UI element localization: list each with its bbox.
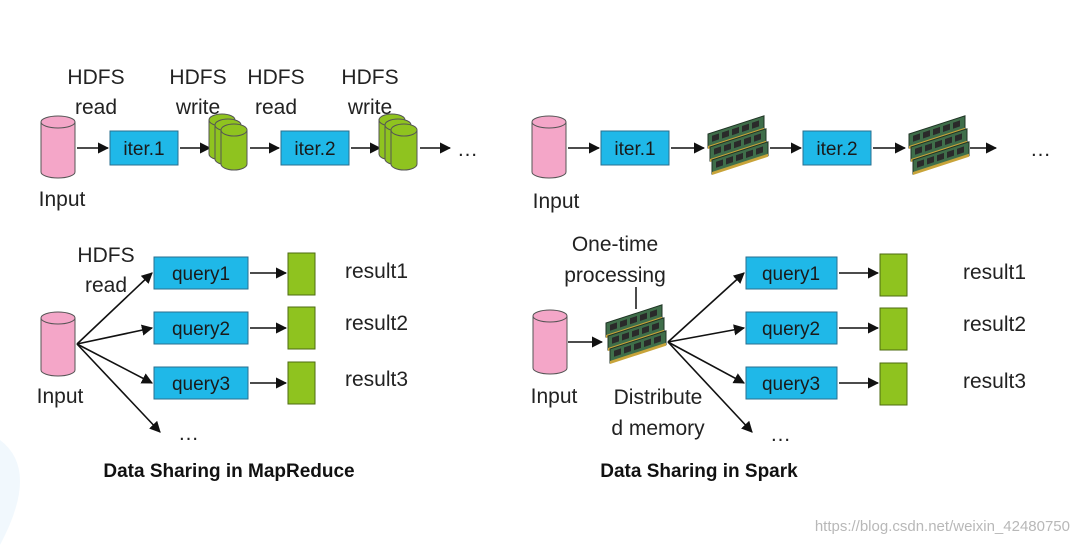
- mr-query3-label: query3: [172, 374, 230, 395]
- spark-distributed-memory-chip-icon: [605, 304, 667, 364]
- spark-memory-chip-icon-2: [908, 115, 970, 175]
- spark-query-ellipsis: …: [770, 423, 791, 446]
- spark-result3-box: [879, 362, 908, 406]
- spark-query3-box: [745, 366, 838, 400]
- cylinder-icon: [220, 123, 248, 171]
- mr-query-input-cylinder-icon: [40, 311, 76, 377]
- mr-query2-box: [153, 311, 249, 345]
- mr-result2-label: result2: [345, 312, 408, 335]
- spark-query2-box: [745, 311, 838, 345]
- spark-memory-chip-icon-1: [707, 115, 769, 175]
- spark-iter2-label: iter.2: [816, 139, 857, 160]
- arrow-layer: [76, 142, 998, 433]
- mr-iter2-label: iter.2: [294, 139, 335, 160]
- mr-iter1-box: [109, 130, 179, 166]
- spark-query-input-cylinder-icon: [532, 309, 568, 375]
- spark-caption: Data Sharing in Spark: [600, 461, 798, 482]
- mr-result1-label: result1: [345, 260, 408, 283]
- arrow: [76, 272, 153, 345]
- mr-iter-ellipsis: …: [457, 138, 478, 161]
- mr-query1-box: [153, 256, 249, 290]
- spark-result1-box: [879, 253, 908, 297]
- mr-input-cylinder-icon: [40, 115, 76, 179]
- memory-stick-icon: [711, 141, 769, 175]
- spark-query3-label: query3: [762, 374, 820, 395]
- mr-query1-label: query1: [172, 264, 230, 285]
- mr-result1-box: [287, 252, 316, 296]
- spark-query2-label: query2: [762, 319, 820, 340]
- spark-iter1-box: [600, 130, 670, 166]
- arrow: [667, 341, 745, 384]
- arrow: [76, 343, 161, 433]
- spark-query1-label: query1: [762, 264, 820, 285]
- memory-stick-icon: [609, 330, 667, 364]
- spark-result2-box: [879, 307, 908, 351]
- mr-result2-box: [287, 306, 316, 350]
- arrow: [76, 343, 153, 384]
- spark-result2-label: result2: [963, 313, 1026, 336]
- cylinder-icon: [390, 123, 418, 171]
- spark-query1-box: [745, 256, 838, 290]
- arrow: [667, 341, 753, 433]
- spark-input-label: Input: [533, 190, 580, 213]
- mr-query-ellipsis: …: [178, 422, 199, 445]
- mr-input-label: Input: [39, 188, 86, 211]
- mr-query-input-label: Input: [37, 385, 84, 408]
- mr-result3-box: [287, 361, 316, 405]
- spark-iterative: Input iter.1 iter.2 …: [531, 115, 1051, 213]
- mr-iter2-box: [280, 130, 350, 166]
- spark-iter-ellipsis: …: [1030, 138, 1051, 161]
- mr-hdfs-write-stacked-cylinder-icon-2: [378, 113, 418, 171]
- arrow: [76, 324, 154, 345]
- watermark: https://blog.csdn.net/weixin_42480750: [815, 518, 1070, 535]
- memory-stick-icon: [912, 141, 970, 175]
- mr-query3-box: [153, 366, 249, 400]
- mr-result3-label: result3: [345, 368, 408, 391]
- spark-result1-label: result1: [963, 261, 1026, 284]
- mapreduce-caption: Data Sharing in MapReduce: [103, 461, 354, 482]
- mr-hdfs-write-stacked-cylinder-icon-1: [208, 113, 248, 171]
- spark-query-input-label: Input: [531, 385, 578, 408]
- mr-query2-label: query2: [172, 319, 230, 340]
- mr-iter1-label: iter.1: [123, 139, 164, 160]
- spark-iter1-label: iter.1: [614, 139, 655, 160]
- spark-iter2-box: [802, 130, 872, 166]
- spark-input-cylinder-icon: [531, 115, 567, 179]
- spark-result3-label: result3: [963, 370, 1026, 393]
- arrow: [667, 272, 745, 343]
- arrow: [667, 324, 746, 343]
